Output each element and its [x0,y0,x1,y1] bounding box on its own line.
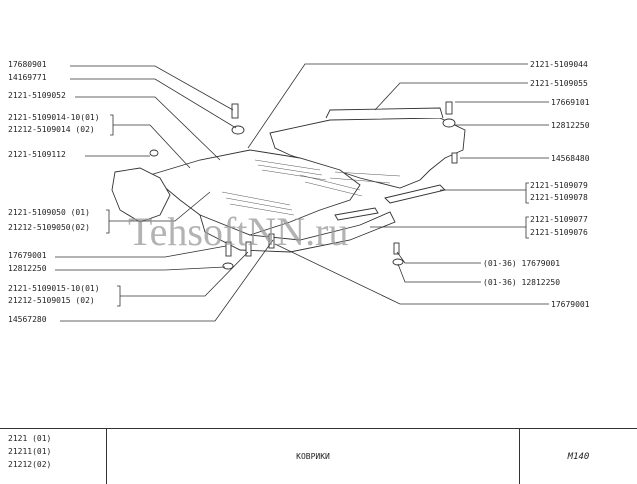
watermark: TehsoftNN.ru [128,209,349,254]
label-14169771: 14169771 [8,73,47,82]
rear-mat-edge [325,107,444,119]
model-list: 2121 (01) 21211(01) 21212(02) [0,429,107,484]
label-2121-5109050: 2121-5109050 (01) [8,208,90,217]
sheet-code-text: М140 [567,451,590,462]
bracket-5109077 [525,216,529,239]
label-21212-5109014: 21212-5109014 (02) [8,125,95,134]
label-2121-5109044: 2121-5109044 [530,60,588,69]
title-block: 2121 (01) 21211(01) 21212(02) КОВРИКИ М1… [0,428,637,484]
label-17669101: 17669101 [551,98,590,107]
label-12812250-left: 12812250 [8,264,47,273]
sill-strip-lower [334,207,379,221]
label-21212-5109015: 21212-5109015 (02) [8,296,95,305]
leader-lines [55,63,549,322]
model-21212: 21212(02) [8,460,52,469]
bracket-5109015 [117,285,121,307]
label-17679001-left: 17679001 [8,251,47,260]
sheet-code: М140 [520,429,637,484]
label-2121-5109112: 2121-5109112 [8,150,66,159]
model-2121: 2121 (01) [8,434,52,443]
sill-strip-upper [384,184,446,204]
model-21211: 21211(01) [8,447,52,456]
mat-texture [221,159,401,216]
label-17679001-01-36: (01-36) 17679001 [483,259,560,268]
label-2121-5109076: 2121-5109076 [530,228,588,237]
front-left-mat [111,167,171,223]
label-14567280: 14567280 [8,315,47,324]
label-12812250-01-36: (01-36) 12812250 [483,278,560,287]
bracket-5109050 [106,209,110,234]
label-2121-5109014-10: 2121-5109014-10(01) [8,113,100,122]
fasteners [149,101,458,270]
label-2121-5109079: 2121-5109079 [530,181,588,190]
bracket-5109079 [525,182,529,204]
label-17680901: 17680901 [8,60,47,69]
label-2121-5109078: 2121-5109078 [530,193,588,202]
label-2121-5109077: 2121-5109077 [530,215,588,224]
bracket-5109014 [110,114,114,136]
label-21212-5109050: 21212-5109050(02) [8,223,90,232]
label-2121-5109052: 2121-5109052 [8,91,66,100]
label-17679001-right: 17679001 [551,300,590,309]
label-12812250-right: 12812250 [551,121,590,130]
label-2121-5109055: 2121-5109055 [530,79,588,88]
label-14568480: 14568480 [551,154,590,163]
rear-floor-mat [269,117,466,189]
section-title-text: КОВРИКИ [296,452,330,461]
section-title: КОВРИКИ [107,429,520,484]
label-2121-5109015-10: 2121-5109015-10(01) [8,284,100,293]
